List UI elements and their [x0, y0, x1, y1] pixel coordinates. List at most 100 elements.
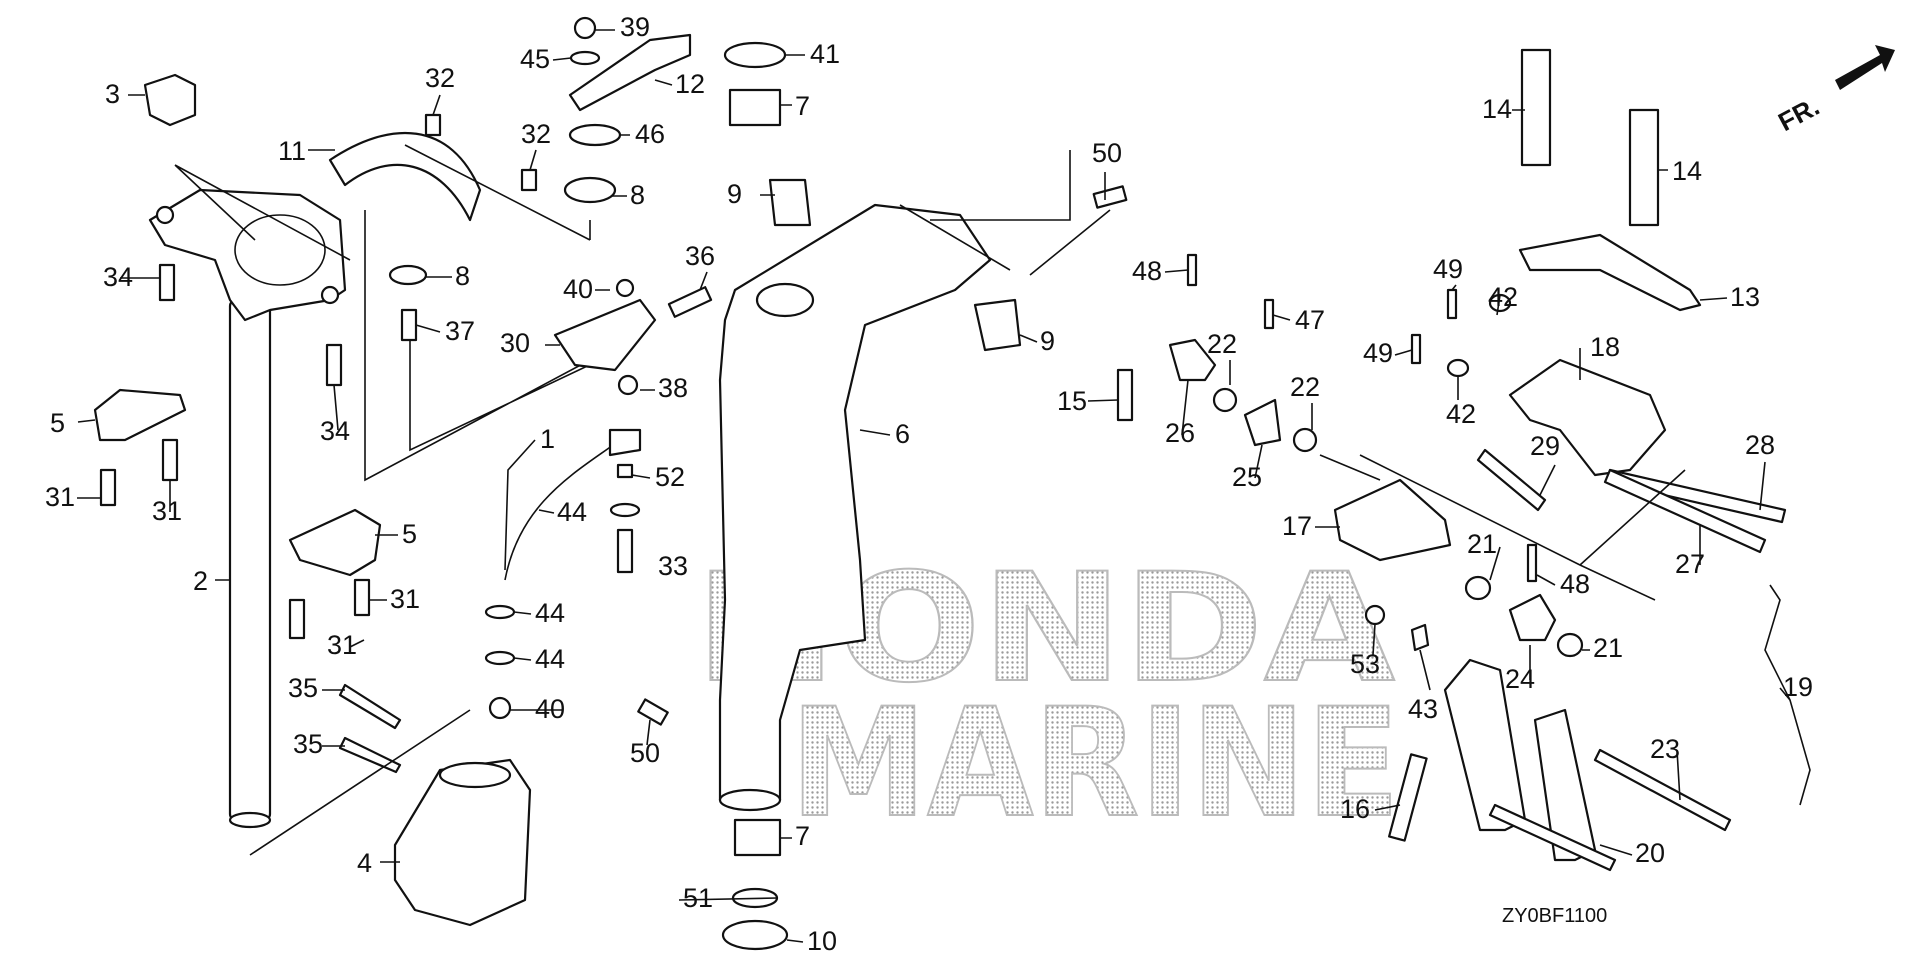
callout-39: 39: [620, 12, 650, 42]
callout-37: 37: [445, 316, 475, 346]
link-25: [1243, 398, 1282, 447]
pin-48-top: [1186, 253, 1198, 287]
grease-nipple-50-bottom: [637, 698, 669, 726]
collar-21b: [1556, 632, 1584, 658]
callout-leaders: [77, 29, 1791, 943]
callout-35a: 35: [288, 673, 318, 703]
callout-6: 6: [895, 419, 910, 449]
spring-14a: [1520, 48, 1552, 167]
callout-18: 18: [1590, 332, 1620, 362]
rod-23: [1593, 748, 1732, 832]
callout-33: 33: [658, 551, 688, 581]
spring-14b: [1628, 108, 1660, 227]
front-arrow-icon: [1835, 45, 1895, 90]
middle-right-parts: [1116, 253, 1452, 562]
bracket-24: [1508, 593, 1557, 642]
nut-38: [617, 374, 639, 396]
callout-15: 15: [1057, 386, 1087, 416]
bracket-26: [1168, 338, 1217, 382]
callout-35b: 35: [293, 729, 323, 759]
spring-37: [400, 308, 418, 342]
plate-12: [568, 33, 692, 112]
link-rod-group: [484, 278, 713, 720]
bracket-hole-right: [320, 285, 340, 305]
callout-48a: 48: [1132, 256, 1162, 286]
bolt-34a: [158, 263, 176, 302]
spring-15: [1116, 368, 1134, 422]
callout-32b: 32: [521, 119, 551, 149]
callout-26: 26: [1165, 418, 1195, 448]
leaders-left: [174, 164, 601, 856]
nut-40-top: [615, 278, 635, 298]
bolt-31d: [288, 598, 306, 640]
callout-31b: 31: [152, 496, 182, 526]
swivel-shaft: [228, 298, 272, 822]
watermark-line2: MARINE: [790, 677, 1400, 851]
callout-44a: 44: [557, 497, 587, 527]
washer-44-b: [484, 650, 516, 666]
bolt-31c: [353, 578, 371, 617]
callout-10: 10: [807, 926, 837, 956]
bolt-36: [667, 286, 713, 318]
callout-44b: 44: [535, 598, 565, 628]
top-small-parts: [328, 16, 787, 342]
lever-17: [1333, 478, 1452, 562]
bolt-33: [616, 528, 634, 574]
collar-21a: [1464, 575, 1492, 601]
collar-22a: [1212, 387, 1238, 413]
washer-44-top: [609, 502, 641, 518]
collar-52: [616, 463, 634, 479]
washer-46: [568, 123, 622, 147]
callout-49a: 49: [1433, 254, 1463, 284]
pin-49a: [1446, 288, 1458, 320]
pin-49b: [1410, 333, 1422, 365]
swivel-case-bore: [755, 282, 815, 318]
arm-13: [1518, 233, 1702, 312]
callout-42a: 42: [1488, 282, 1518, 312]
callout-29: 29: [1530, 431, 1560, 461]
rod-19: [1764, 584, 1811, 806]
callout-8a: 8: [630, 180, 645, 210]
front-direction-indicator: FR.: [1773, 45, 1895, 137]
pin-47: [1263, 298, 1275, 330]
collar-8-top: [563, 176, 617, 204]
callout-2: 2: [193, 566, 208, 596]
callout-31d: 31: [327, 630, 357, 660]
tiller-bracket: [148, 188, 347, 322]
callout-42b: 42: [1446, 399, 1476, 429]
callout-52: 52: [655, 462, 685, 492]
leaders-swivel: [899, 150, 1111, 276]
callout-23: 23: [1650, 734, 1680, 764]
arm-11: [328, 132, 482, 222]
bolt-35a: [338, 683, 402, 730]
callout-14b: 14: [1672, 156, 1702, 186]
callout-5b: 5: [402, 519, 417, 549]
callout-40b: 40: [535, 694, 565, 724]
right-assembly: [1359, 48, 1811, 872]
swivel-case-bottom: [718, 788, 782, 812]
watermark: HONDA MARINE: [694, 541, 1401, 852]
callout-9b: 9: [1040, 326, 1055, 356]
lower-bracket-bore: [438, 761, 512, 789]
callout-38: 38: [658, 373, 688, 403]
callout-47: 47: [1295, 305, 1325, 335]
shaft-29: [1476, 448, 1547, 512]
washer-44-a: [484, 604, 516, 620]
plate-5-upper: [93, 388, 187, 442]
callout-21b: 21: [1593, 633, 1623, 663]
bracket-hole-left: [155, 205, 175, 225]
bushing-9-top: [768, 178, 812, 227]
callout-48b: 48: [1560, 569, 1590, 599]
callout-12: 12: [675, 69, 705, 99]
callout-45: 45: [520, 44, 550, 74]
callout-40a: 40: [563, 274, 593, 304]
nut-40-bottom: [488, 696, 512, 720]
clip-43: [1410, 623, 1430, 652]
callout-41: 41: [810, 39, 840, 69]
bolt-32b: [520, 168, 538, 192]
rod-20: [1488, 803, 1617, 872]
bolt-32a: [424, 113, 442, 137]
callout-8b: 8: [455, 261, 470, 291]
leaders-right: [1359, 454, 1686, 601]
